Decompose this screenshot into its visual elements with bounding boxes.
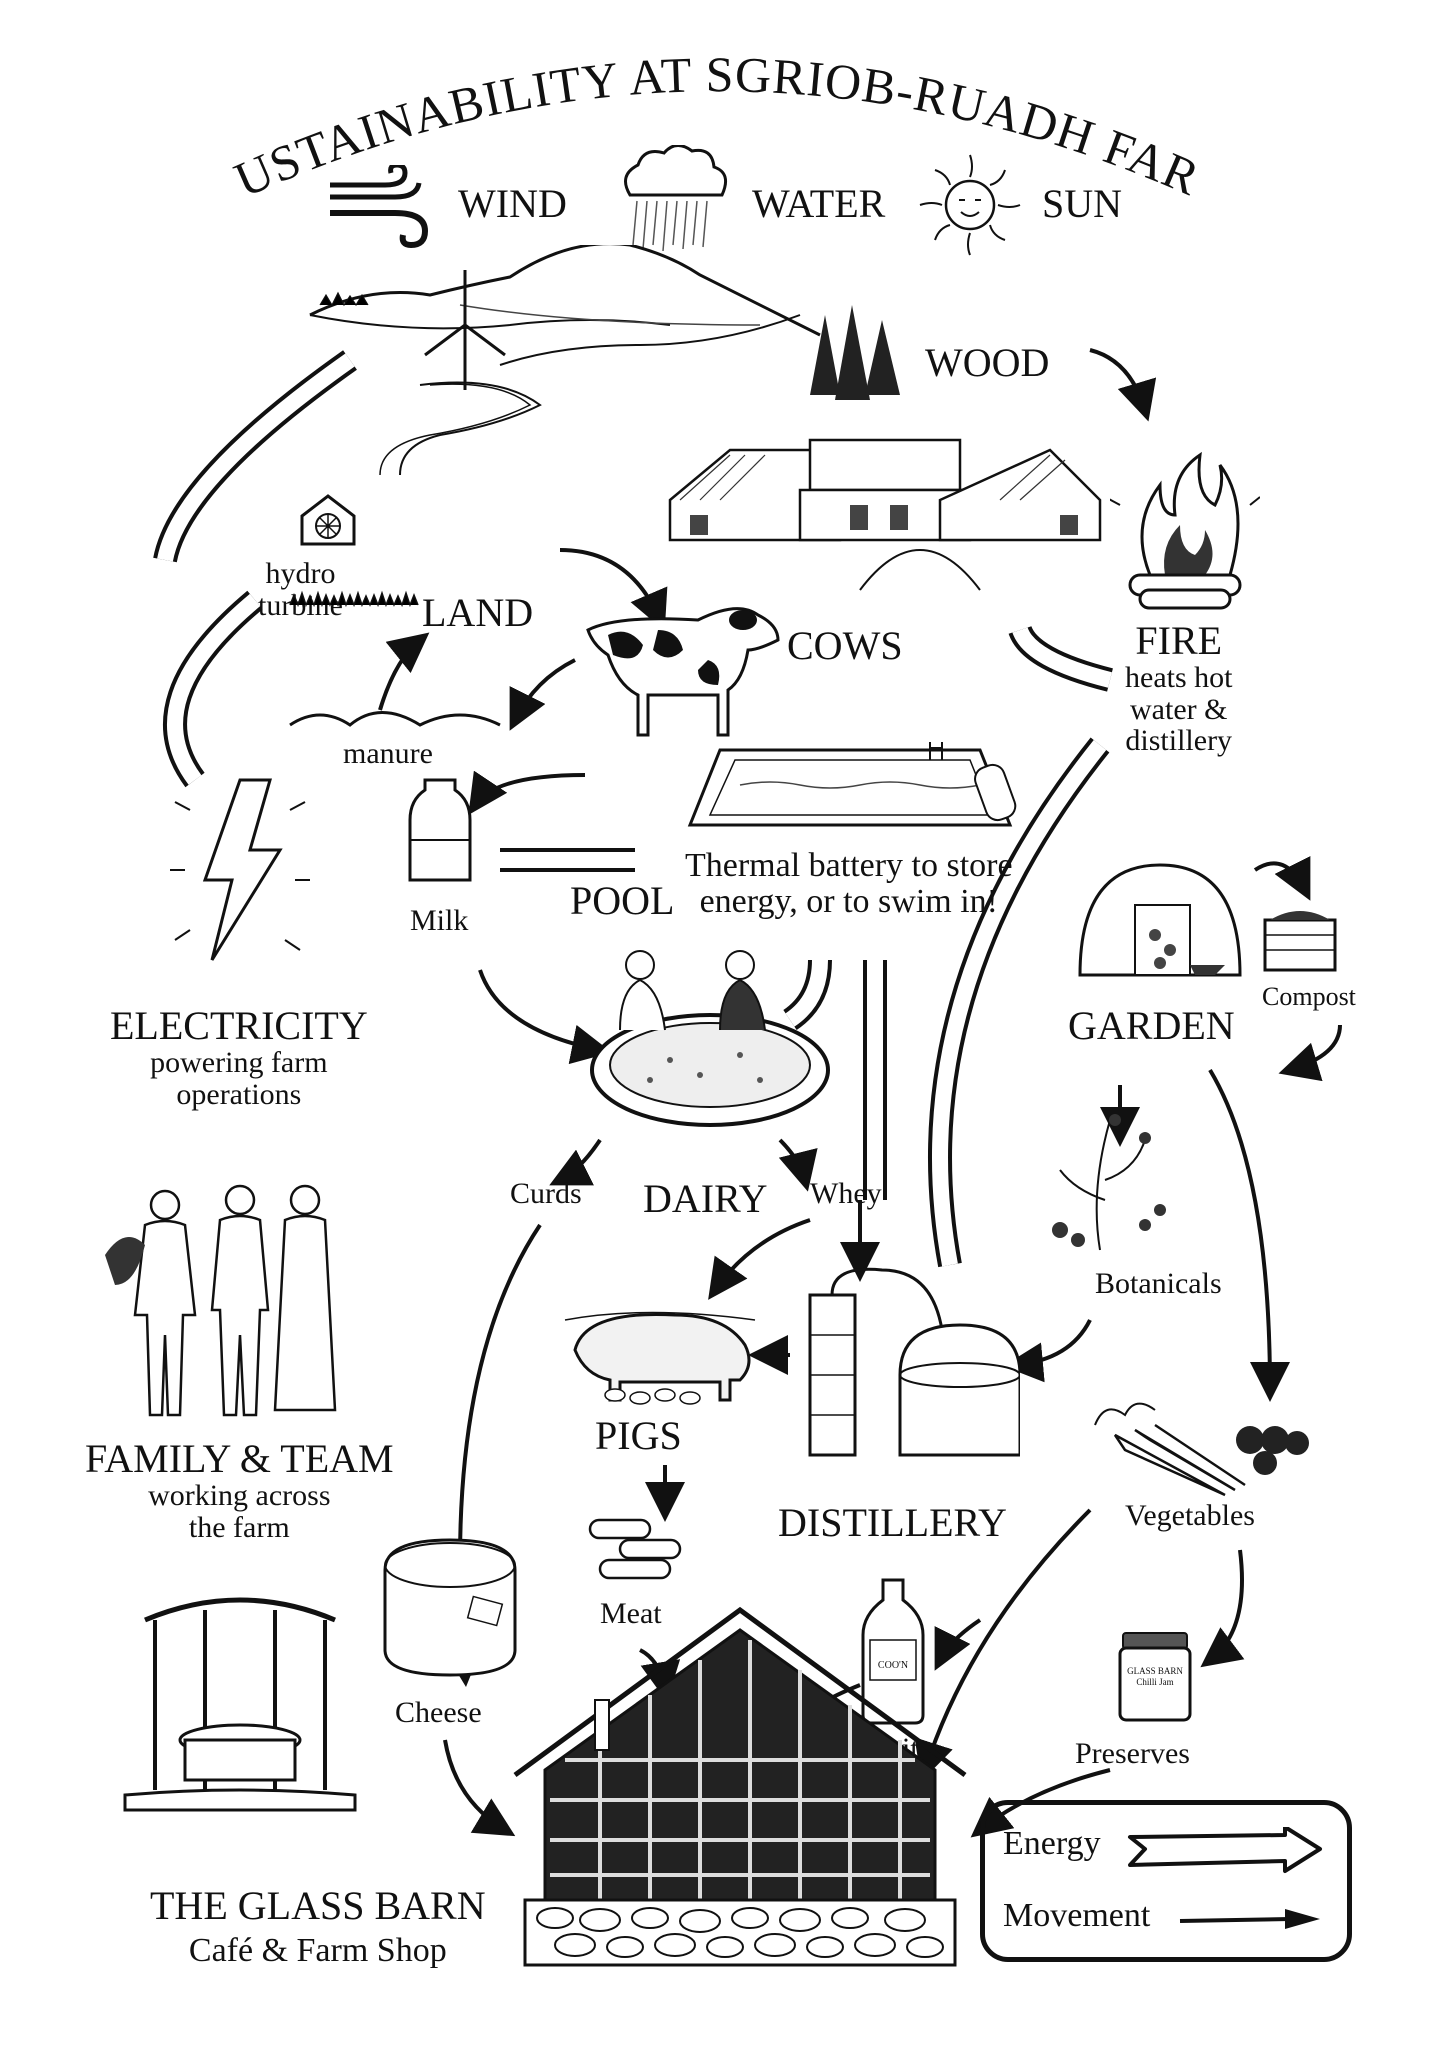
- hydro-turbine-icon: [300, 494, 356, 546]
- energy-arrows: [153, 350, 1113, 1268]
- family-desc-line-1: working across: [148, 1479, 331, 1512]
- glass-barn-title: THE GLASS BARN: [150, 1883, 486, 1928]
- apple-press-illustration: [123, 1597, 357, 1812]
- pool-title: POOL: [570, 878, 675, 923]
- fire-title: FIRE: [1135, 618, 1223, 663]
- jar-icon: [1118, 1632, 1192, 1722]
- fire-desc-line-1: heats hot: [1125, 661, 1233, 694]
- pool-desc: Thermal battery to store energy, or to s…: [685, 848, 1013, 919]
- garden-label: GARDEN: [1068, 1003, 1235, 1048]
- preserves-label: Preserves: [1075, 1737, 1190, 1770]
- hydro-label-line-1: hydro: [265, 557, 336, 590]
- spirit-bottle-illustration: COO'N: [858, 1575, 928, 1725]
- compost-bin-icon: [1263, 911, 1337, 972]
- pool-desc-line-1: Thermal battery to store: [685, 847, 1013, 884]
- legend-movement-label: Movement: [1003, 1897, 1151, 1934]
- landscape-illustration: [309, 245, 821, 476]
- bottle-label: COO'N: [877, 1660, 909, 1671]
- legend-energy-label: Energy: [1003, 1825, 1101, 1862]
- family-team-illustration: [105, 1184, 337, 1417]
- manure-label: manure: [343, 737, 433, 770]
- legend-box: Energy Movement: [980, 1800, 1352, 1962]
- cows-label: COWS: [787, 623, 903, 668]
- whey-label: Whey: [810, 1177, 882, 1210]
- pool-desc-line-2: energy, or to swim in!: [699, 882, 998, 920]
- movement-arrow-icon: [1179, 1909, 1320, 1929]
- vegetables-illustration: [1094, 1402, 1309, 1497]
- fire-label: FIRE heats hot water & distillery: [1125, 620, 1232, 757]
- meat-label: Meat: [600, 1597, 662, 1630]
- milk-churn-icon: [408, 778, 472, 882]
- cow-illustration: [586, 607, 780, 737]
- polytunnel-illustration: [1078, 863, 1242, 977]
- distillery-label: DISTILLERY: [778, 1500, 1007, 1545]
- glass-barn-label: THE GLASS BARN Café & Farm Shop: [150, 1885, 486, 1969]
- compost-label: Compost: [1262, 982, 1356, 1011]
- glass-barn-subtitle: Café & Farm Shop: [188, 1932, 447, 1969]
- wood-label: WOOD: [925, 340, 1050, 385]
- sausages-icon: [588, 1518, 682, 1580]
- jar-label-line-1: GLASS BARN: [1127, 1666, 1183, 1676]
- jar-label-line-2: Chilli Jam: [1136, 1676, 1174, 1687]
- botanicals-label: Botanicals: [1095, 1267, 1222, 1300]
- pig-illustration: [564, 1311, 756, 1405]
- sun-icon: [919, 154, 1021, 256]
- title-banner: SUSTAINABILITY AT SGRIOB-RUADH FARM: [0, 0, 1207, 208]
- lightning-icon: [170, 778, 310, 961]
- botanicals-illustration: [1052, 1114, 1166, 1251]
- family-desc-line-2: the farm: [188, 1510, 290, 1544]
- glass-barn-illustration: [513, 1606, 967, 1967]
- wind-turbine-icon: [424, 270, 506, 390]
- milk-label: Milk: [410, 904, 469, 937]
- electricity-desc-line-1: powering farm: [150, 1046, 328, 1079]
- land-illustration: [289, 590, 501, 727]
- electricity-desc-line-2: operations: [176, 1077, 302, 1111]
- cheese-label: Cheese: [395, 1696, 482, 1729]
- energy-arrow-icon: [1128, 1827, 1322, 1873]
- movement-arrows: [378, 348, 1342, 1838]
- hydro-label: hydro turbine: [258, 558, 343, 621]
- jar-label: GLASS BARN Chilli Jam: [1115, 1666, 1195, 1688]
- vegetables-label: Vegetables: [1125, 1499, 1255, 1532]
- electricity-title: ELECTRICITY: [110, 1003, 368, 1048]
- electricity-label: ELECTRICITY powering farm operations: [110, 1005, 368, 1110]
- distillery-still-illustration: [808, 1267, 1020, 1457]
- fire-illustration: [1110, 451, 1260, 610]
- source-water-label: WATER: [752, 181, 886, 226]
- family-title: FAMILY & TEAM: [85, 1436, 394, 1481]
- wind-icon: [330, 165, 429, 249]
- preserves-jar-illustration: GLASS BARN Chilli Jam: [1115, 1628, 1195, 1723]
- farmhouse-illustration: [668, 438, 1102, 591]
- forest-icon: [810, 305, 900, 400]
- dairy-label: DAIRY: [643, 1176, 768, 1221]
- cheese-wheel-illustration: [383, 1538, 517, 1677]
- land-label: LAND: [422, 590, 534, 635]
- family-label: FAMILY & TEAM working across the farm: [85, 1438, 394, 1543]
- rain-cloud-icon: [624, 145, 728, 252]
- bottle-icon: [861, 1578, 925, 1725]
- source-wind-label: WIND: [458, 181, 567, 226]
- pool-illustration: [687, 742, 1017, 827]
- fire-desc-line-2: water &: [1130, 692, 1228, 726]
- source-sun-label: SUN: [1042, 181, 1123, 226]
- fire-desc-line-3: distillery: [1125, 724, 1233, 757]
- curds-label: Curds: [510, 1177, 582, 1210]
- pigs-label: PIGS: [595, 1413, 682, 1458]
- dairy-vat-illustration: [590, 950, 830, 1127]
